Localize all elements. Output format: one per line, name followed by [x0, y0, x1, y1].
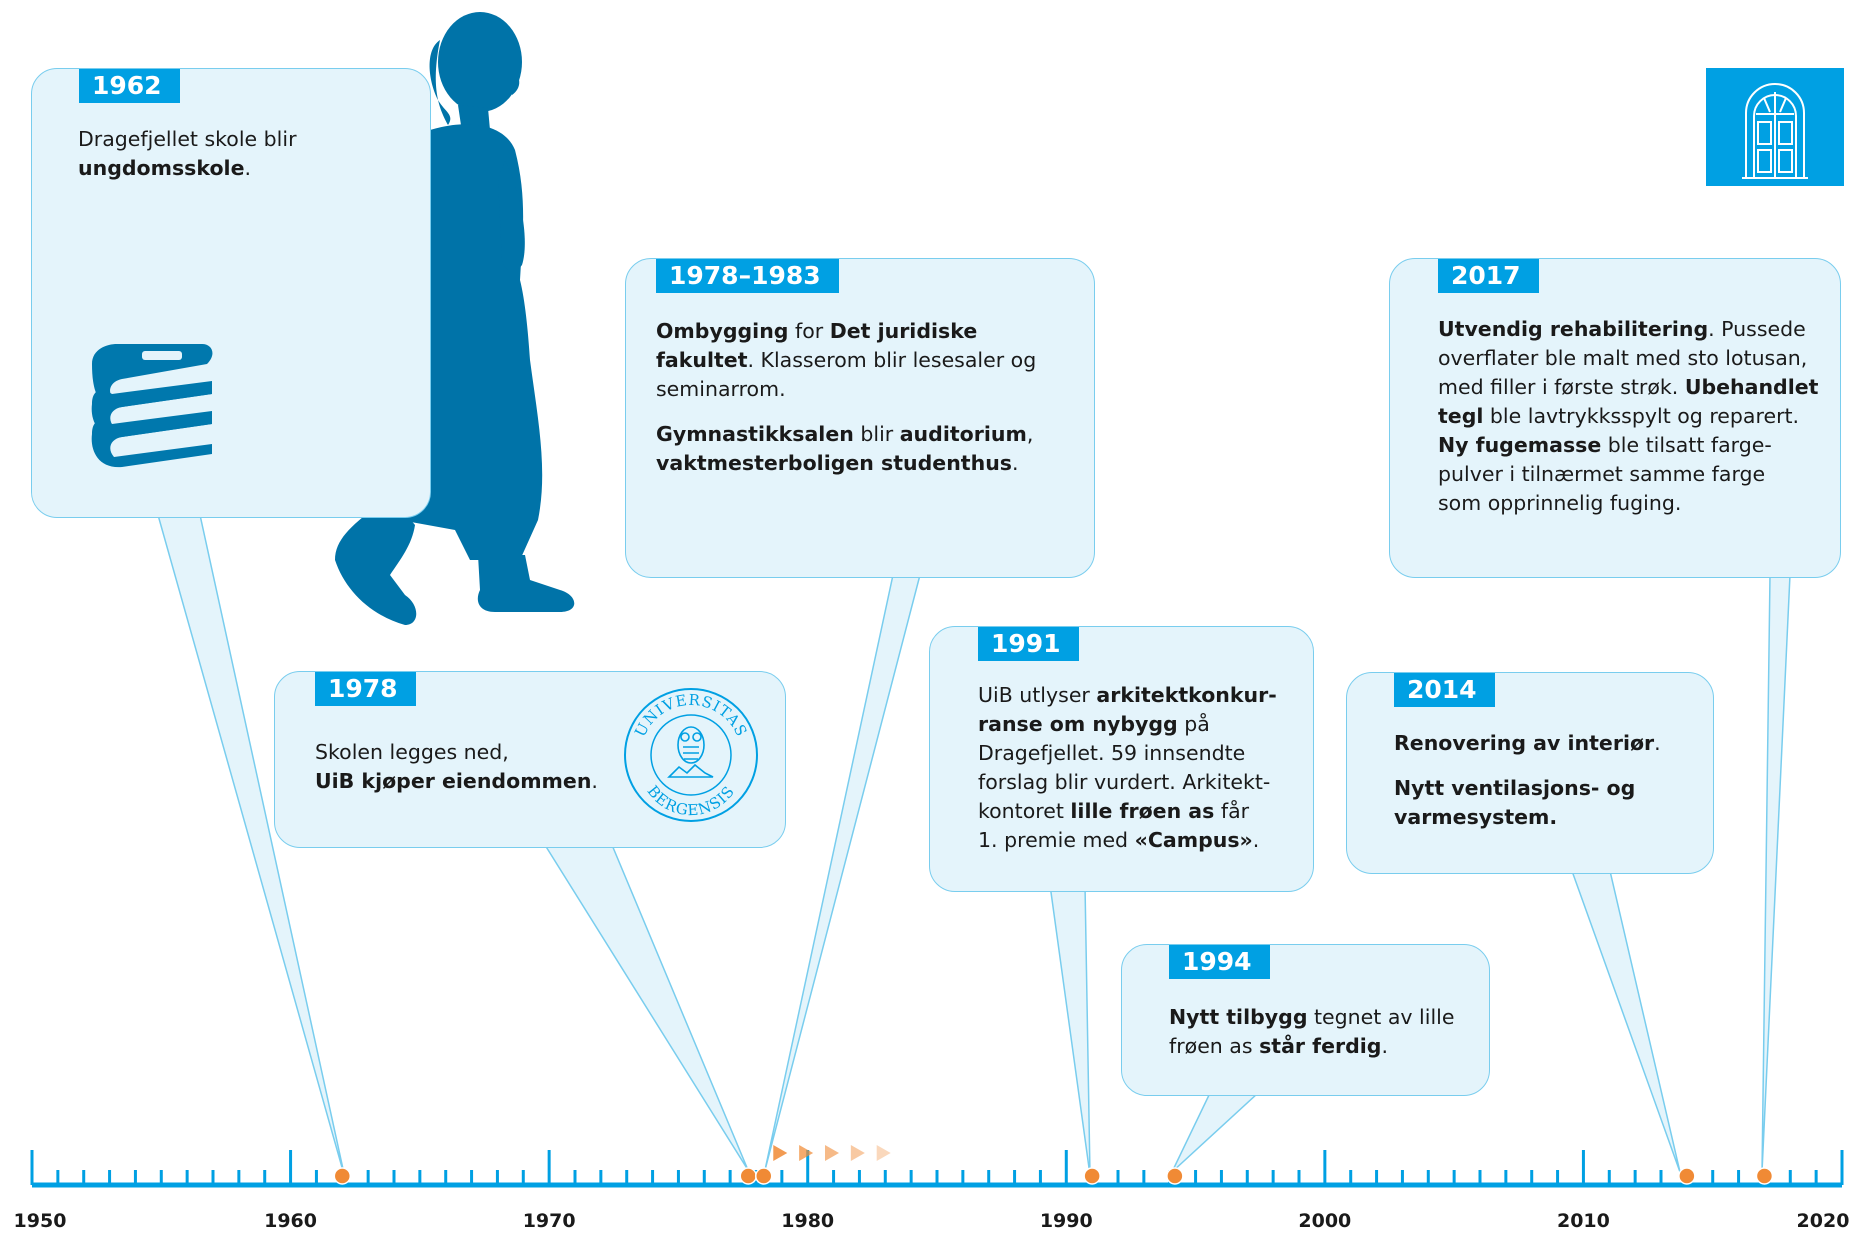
- axis-year-label: 1950: [13, 1210, 67, 1232]
- event-marker: [333, 1167, 352, 1185]
- period-arrow: [799, 1145, 814, 1161]
- event-2014-year: 2014: [1394, 673, 1495, 707]
- event-1962-year: 1962: [79, 69, 180, 103]
- pointer-1994: [1171, 1092, 1260, 1173]
- pointer-1991: [1049, 884, 1091, 1176]
- event-1978-bubble: 1978 Skolen legges ned,UiB kjøper eiendo…: [274, 671, 786, 848]
- pointer-2017: [1761, 574, 1791, 1173]
- axis-year-label: 1970: [522, 1210, 576, 1232]
- books-icon: [91, 344, 213, 468]
- svg-text:BERGENSIS: BERGENSIS: [644, 782, 739, 819]
- period-arrow: [773, 1145, 788, 1161]
- timeline-axis: [30, 1145, 1844, 1188]
- event-1991-year: 1991: [978, 627, 1079, 661]
- event-1978-text: Skolen legges ned,UiB kjøper eiendommen.: [315, 740, 598, 793]
- event-marker: [1755, 1167, 1774, 1185]
- event-2017-year: 2017: [1438, 259, 1539, 293]
- seal-bottom-text: BERGENSIS: [644, 782, 738, 819]
- event-marker: [1083, 1167, 1101, 1185]
- uib-seal-icon: UNIVERSITAS BERGENSIS: [624, 688, 758, 822]
- axis-year-label: 1980: [781, 1210, 835, 1232]
- pointer-1978-1983: [764, 574, 921, 1171]
- period-arrow: [850, 1145, 865, 1161]
- event-1978-1983-year: 1978–1983: [656, 259, 839, 293]
- event-1994-year: 1994: [1169, 945, 1270, 979]
- event-1991-bubble: 1991 UiB utlyser arkitektkonkur-ranse om…: [929, 626, 1314, 892]
- pointer-1978: [543, 844, 749, 1171]
- event-1991-text: UiB utlyser arkitektkonkur-ranse om nyby…: [978, 683, 1277, 852]
- callout-pointers: [157, 514, 1791, 1179]
- event-marker: [1678, 1167, 1696, 1185]
- period-arrow: [824, 1145, 839, 1161]
- event-marker: [1166, 1167, 1184, 1185]
- axis-year-label: 2010: [1556, 1210, 1610, 1232]
- axis-year-label: 1960: [264, 1210, 317, 1232]
- axis-year-label: 2000: [1298, 1210, 1352, 1232]
- event-marker: [739, 1167, 757, 1185]
- period-arrow: [876, 1145, 891, 1161]
- event-2014-bubble: 2014 Renovering av interiør.Nytt ventila…: [1346, 672, 1714, 874]
- event-marker: [755, 1167, 773, 1185]
- event-1978-year: 1978: [315, 672, 416, 706]
- axis-year-label: 1990: [1039, 1210, 1093, 1232]
- event-2014-text: Renovering av interiør.Nytt ventilasjons…: [1394, 731, 1661, 829]
- axis-year-label: 2020: [1796, 1210, 1850, 1232]
- door-icon: [1706, 68, 1844, 186]
- pointer-2014: [1570, 870, 1681, 1173]
